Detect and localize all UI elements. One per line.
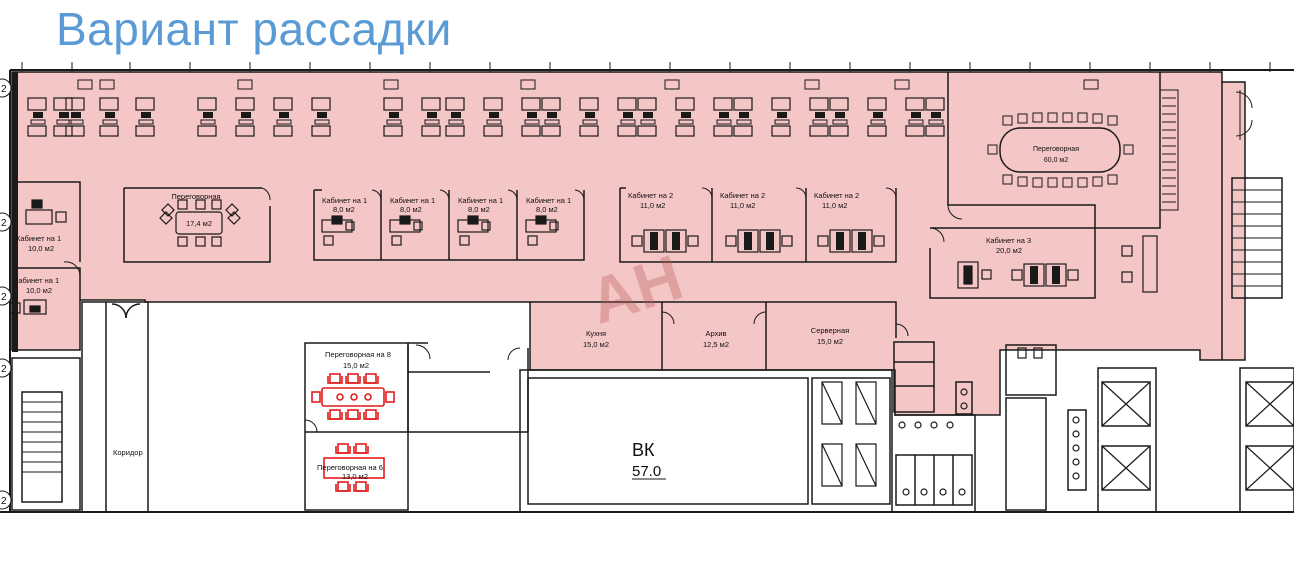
room-name-server: Серверная [811,326,849,335]
room-area-archive: 12,5 м2 [703,340,729,349]
room-area-cab2-b: 11,0 м2 [730,201,755,210]
room-name-archive: Архив [705,329,726,338]
room-name-cab1-a: Кабинет на 1 [322,196,367,205]
meeting-table-6 [323,443,385,492]
room-area-vk: 57.0 [632,463,661,480]
room-area-cab3: 20,0 м2 [996,246,1022,255]
svg-text:2: 2 [1,292,7,303]
room-area-cab2-a: 11,0 м2 [640,201,665,210]
room-name-cab1-d: Кабинет на 1 [526,196,571,205]
room-name-cab3: Кабинет на 3 [986,236,1031,245]
room-name-cab1-b: Кабинет на 1 [390,196,435,205]
room-name-cab2-b: Кабинет на 2 [720,191,765,200]
room-area-cab1-left-b: 10,0 м2 [26,286,52,295]
svg-text:2: 2 [1,364,7,375]
room-area-meeting6: 13,0 м2 [342,472,368,481]
room-name-corridor: Коридор [113,448,143,457]
page-title: Вариант рассадки [56,3,452,55]
room-name-meeting8: Переговорная на 8 [325,350,391,359]
svg-text:2: 2 [1,218,7,229]
room-area-meeting-174: 17,4 м2 [186,219,212,228]
room-name-cab1-left-a: Кабинет на 1 [16,234,61,243]
room-name-cab2-c: Кабинет на 2 [814,191,859,200]
meeting-table-174 [159,199,241,247]
room-name-meeting-60: Переговорная [1033,146,1079,153]
room-area-cab1-a: 8,0 м2 [333,205,355,214]
room-name-cab2-a: Кабинет на 2 [628,191,673,200]
axis-markers: 2 2 2 2 2 [0,78,12,510]
room-name-meeting-174: Переговорная [171,192,220,201]
room-name-cab1-c: Кабинет на 1 [458,196,503,205]
room-name-kitchen: Кухня [586,329,606,338]
meeting-table-8 [311,373,395,420]
room-name-meeting6: Переговорная на 6 [317,463,383,472]
svg-text:2: 2 [1,84,7,95]
room-area-server: 15,0 м2 [817,337,843,346]
room-name-cab1-left-b: Кабинет на 1 [14,276,59,285]
room-area-cab1-d: 8,0 м2 [536,205,558,214]
room-area-kitchen: 15,0 м2 [583,340,609,349]
room-area-meeting-60: 60,0 м2 [1044,157,1068,164]
room-area-cab2-c: 11,0 м2 [822,201,847,210]
meeting-table-60 [987,112,1134,188]
room-area-cab1-b: 8,0 м2 [400,205,422,214]
svg-text:2: 2 [1,496,7,507]
room-name-vk: ВК [632,440,655,460]
room-area-cab1-left-a: 10,0 м2 [28,244,54,253]
room-area-cab1-c: 8,0 м2 [468,205,490,214]
office-area [11,71,1246,416]
room-area-meeting8: 15,0 м2 [343,361,369,370]
